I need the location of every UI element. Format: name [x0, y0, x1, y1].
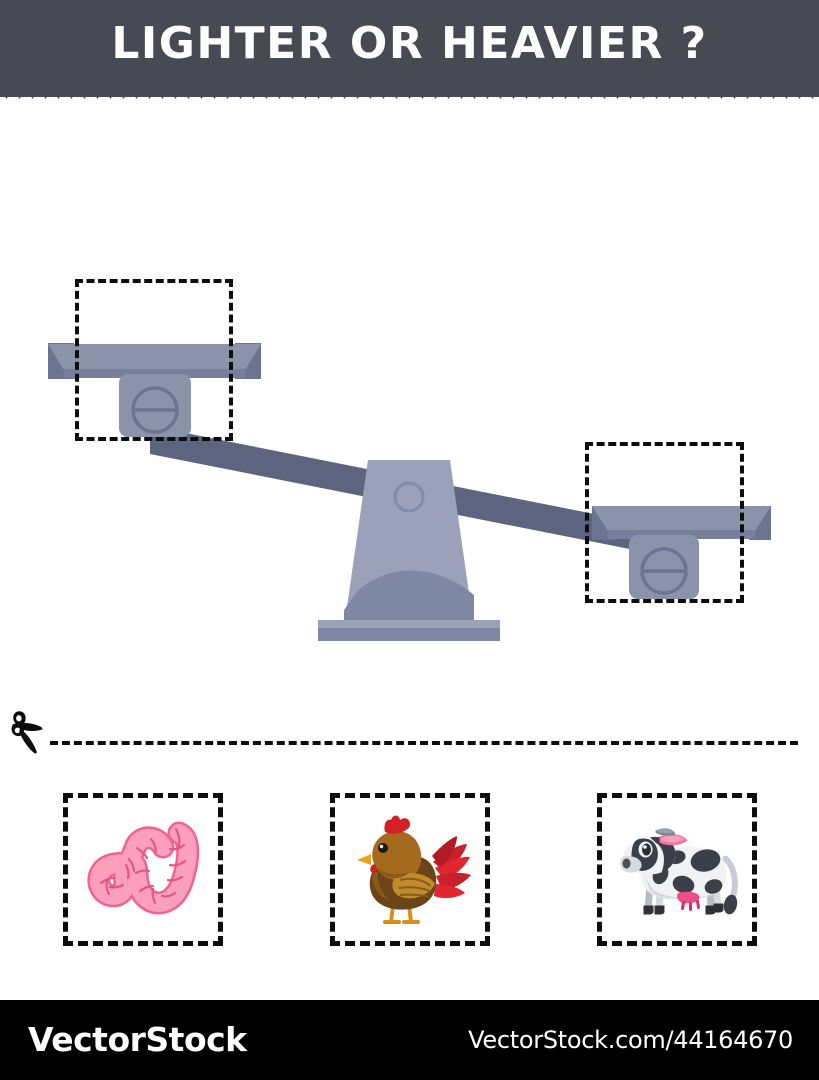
drop-zone-right[interactable]: [585, 442, 744, 603]
chicken-tail: [432, 835, 471, 898]
chicken-icon: [357, 815, 471, 924]
cow-udder: [677, 891, 700, 911]
footer-bar: VectorStock VectorStock.com/44164670: [0, 1000, 819, 1080]
header-banner: LIGHTER OR HEAVIER ?: [0, 0, 819, 99]
answer-card-cow[interactable]: [597, 793, 757, 946]
answer-card-worm[interactable]: [63, 793, 223, 946]
chicken-beak: [357, 853, 371, 865]
cut-line-dashes: [50, 741, 798, 745]
right-pan: [592, 506, 771, 599]
chicken-comb: [384, 815, 411, 834]
worm-icon: [87, 821, 200, 914]
cow-icon: [620, 827, 738, 914]
chicken-eye: [378, 842, 388, 853]
balance-scale-icon: [48, 343, 771, 641]
cut-line: [0, 705, 819, 775]
zigzag-edge-icon: [0, 88, 819, 99]
left-pan: [48, 343, 261, 437]
scale-fulcrum: [344, 460, 474, 628]
scale-base-plate: [318, 620, 500, 641]
scissors-icon: [11, 711, 43, 754]
answer-card-chicken[interactable]: [330, 793, 490, 946]
footer-url: VectorStock.com/44164670: [468, 1026, 793, 1054]
drop-zone-left[interactable]: [75, 279, 233, 441]
page-title: LIGHTER OR HEAVIER ?: [111, 18, 708, 69]
balance-scale-illustration: [0, 97, 819, 682]
answer-card-row: [0, 793, 819, 948]
footer-brand: VectorStock: [28, 1020, 247, 1059]
